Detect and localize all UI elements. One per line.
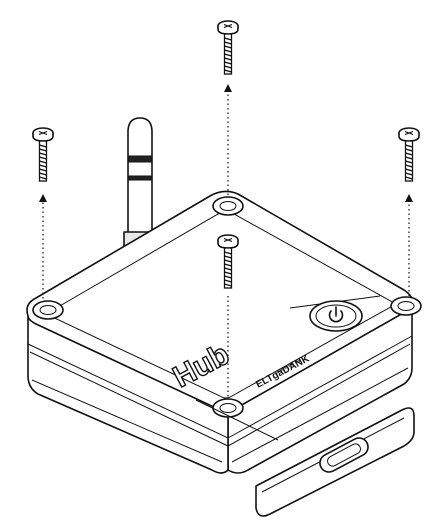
guide-arrows — [39, 84, 413, 202]
arrow-up-icon — [39, 194, 47, 202]
screw-icon — [398, 127, 420, 182]
power-icon — [328, 306, 344, 323]
hub-enclosure — [26, 190, 422, 517]
guide-lines — [42, 90, 410, 398]
screw-icon — [32, 127, 54, 182]
screw-icon — [217, 20, 239, 75]
corner-boss — [212, 398, 244, 418]
corner-boss — [212, 196, 244, 216]
arrow-up-icon — [405, 194, 413, 202]
arrow-up-icon — [224, 84, 232, 92]
mounting-bracket — [255, 407, 415, 517]
corner-boss — [32, 300, 64, 320]
power-button[interactable] — [309, 300, 363, 332]
corner-boss — [390, 296, 422, 316]
